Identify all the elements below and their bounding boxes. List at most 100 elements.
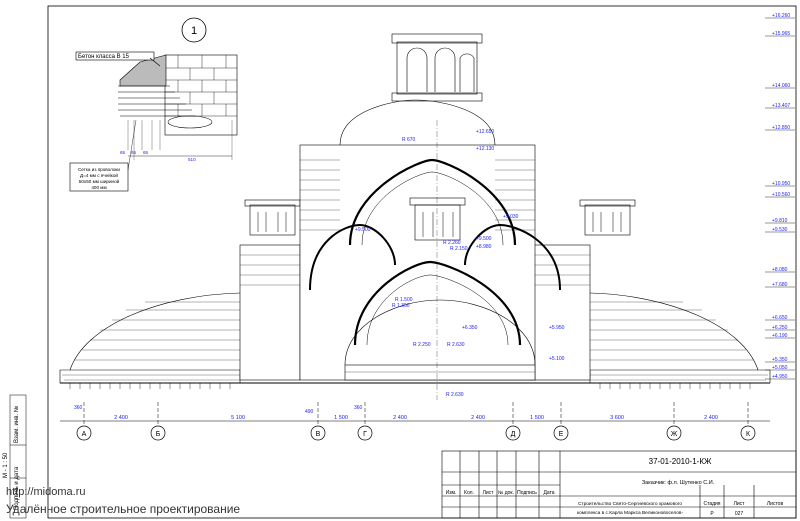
axis-label-3: В	[316, 431, 321, 438]
bottom-dim-5: 2 400	[471, 415, 485, 421]
inner-level-1: +12.650	[476, 129, 494, 135]
level-15: +5.350	[772, 357, 788, 363]
level-8: +9.810	[772, 218, 788, 224]
level-16: +5.050	[772, 365, 788, 371]
radius-5: R 1.350	[392, 303, 410, 309]
level-3: +14.060	[772, 83, 790, 89]
customer: Заказчик: ф.л. Шутенко С.И.	[642, 480, 715, 486]
axis-label-4: Г	[363, 431, 367, 438]
watermark-caption: Удалённое строительное проектирование	[6, 502, 241, 516]
callout-number: 1	[191, 25, 197, 37]
callout-number-circle	[181, 17, 207, 43]
level-2: +15.965	[772, 31, 790, 37]
col-header-6: Дата	[543, 490, 554, 496]
callout-dim-1: 65	[120, 150, 126, 155]
level-13: +6.250	[772, 325, 788, 331]
mesh-line-3: 50х50 мм шириной	[79, 178, 120, 184]
radius-labels: R 670 R 2.260 R 2.150 R 1.500 R 1.350 R …	[392, 137, 468, 398]
axis-label-8: К	[746, 431, 751, 438]
bottom-dim-7: 3 600	[610, 415, 624, 421]
radius-2: R 2.260	[443, 240, 461, 246]
radius-7: R 2.630	[447, 342, 465, 348]
axis-label-5: Д	[511, 431, 516, 438]
radius-6: R 2.250	[413, 342, 431, 348]
col-headers: Изм. Кол. Лист № док. Подпись Дата	[446, 490, 555, 496]
callout-concrete-label: Бетон класса В 15	[78, 54, 130, 60]
bottom-dim-4: 2 400	[393, 415, 407, 421]
stage-value: Р	[710, 511, 714, 517]
level-labels: +16.260 +15.965 +14.060 +13.407 +12.850 …	[772, 13, 790, 380]
small-dim-1: 360	[74, 405, 83, 411]
col-header-1: Изм.	[446, 490, 457, 496]
radius-4: R 1.500	[395, 297, 413, 303]
axis-label-7: Ж	[671, 431, 678, 438]
mesh-line-2: Д=4 мм с ячейкой	[80, 172, 118, 178]
small-dim-3: 360	[354, 405, 363, 411]
inner-level-8: +5.950	[549, 325, 565, 331]
col-header-5: Подпись	[517, 490, 537, 496]
axis-label-2: Б	[156, 431, 161, 438]
title-block	[441, 450, 797, 519]
level-17: +4.950	[772, 374, 788, 380]
level-12: +6.650	[772, 315, 788, 321]
inner-level-5: +9.030	[503, 214, 519, 220]
dimension-line	[60, 402, 770, 426]
level-11: +7.680	[772, 282, 788, 288]
bottom-dim-2: 5 100	[231, 415, 245, 421]
bottom-dim-1: 2 400	[114, 415, 128, 421]
detail-callout: 1	[69, 17, 238, 192]
radius-8: R 2.630	[446, 392, 464, 398]
callout-dims: 65 65 65 510	[120, 150, 196, 162]
small-dimensions: 360 490 360	[74, 405, 363, 415]
callout-dim-2: 65	[131, 150, 137, 155]
col-header-4: № док.	[498, 490, 514, 496]
inner-level-7: +6.350	[462, 325, 478, 331]
level-9: +9.530	[772, 227, 788, 233]
inner-level-4: +9.500	[476, 236, 492, 242]
axis-markers: А Б В Г Д Е Ж К	[76, 425, 756, 441]
doc-code: 37-01-2010-1-КЖ	[649, 457, 712, 466]
sheet-number: 027	[735, 511, 744, 517]
project-line-2: комплекса в с.Карла Маркса Великоновосел…	[577, 510, 684, 516]
building-elevation	[59, 33, 771, 400]
small-dim-2: 490	[305, 409, 314, 415]
radius-1: R 670	[402, 137, 416, 143]
axis-label-1: А	[82, 431, 87, 438]
level-7: +10.560	[772, 192, 790, 198]
watermark-url[interactable]: http://midoma.ru	[6, 486, 86, 498]
callout-mesh-label: Сетка из проволоки Д=4 мм с ячейкой 50х5…	[78, 167, 120, 190]
sheet-frame	[47, 5, 797, 519]
inner-level-3: +9.500	[355, 227, 371, 233]
mesh-line-1: Сетка из проволоки	[78, 167, 120, 172]
level-14: +6.190	[772, 333, 788, 339]
bottom-dim-8: 2 400	[704, 415, 718, 421]
meta-headers: Стадия Лист Листов	[703, 501, 783, 507]
project-name: Строительство Свято-Сергиевского храмово…	[577, 501, 684, 516]
bottom-dim-6: 1 500	[530, 415, 544, 421]
col-header-3: Лист	[483, 490, 495, 496]
callout-dim-4: 510	[188, 157, 196, 162]
col-header-2: Кол.	[464, 490, 474, 496]
callout-dim-3: 65	[143, 150, 149, 155]
inner-level-2: +12.130	[476, 146, 494, 152]
mesh-line-4: 400 мм	[91, 185, 106, 190]
radius-3: R 2.150	[450, 246, 468, 252]
project-line-1: Строительство Свято-Сергиевского храмово…	[578, 501, 682, 507]
level-1: +16.260	[772, 13, 790, 19]
level-6: +10.950	[772, 181, 790, 187]
side-stamp-inv: Взам. инв. №	[14, 405, 20, 443]
side-stamp-frame	[9, 394, 27, 519]
meta-header-sheet: Лист	[734, 501, 746, 507]
bottom-dimensions: 2 400 5 100 1 500 2 400 2 400 1 500 3 60…	[114, 415, 718, 421]
level-10: +8.080	[772, 267, 788, 273]
inner-level-6: +8.980	[476, 244, 492, 250]
axis-label-6: Е	[559, 431, 564, 438]
level-4: +13.407	[772, 103, 790, 109]
side-stamp-scale: М - 1 : 50	[3, 452, 9, 478]
bottom-dim-3: 1 500	[334, 415, 348, 421]
meta-header-sheets: Листов	[767, 501, 784, 507]
inner-level-labels: +12.650 +12.130 +9.500 +9.500 +9.030 +8.…	[355, 129, 565, 362]
level-5: +12.850	[772, 125, 790, 131]
inner-level-9: +5.100	[549, 356, 565, 362]
